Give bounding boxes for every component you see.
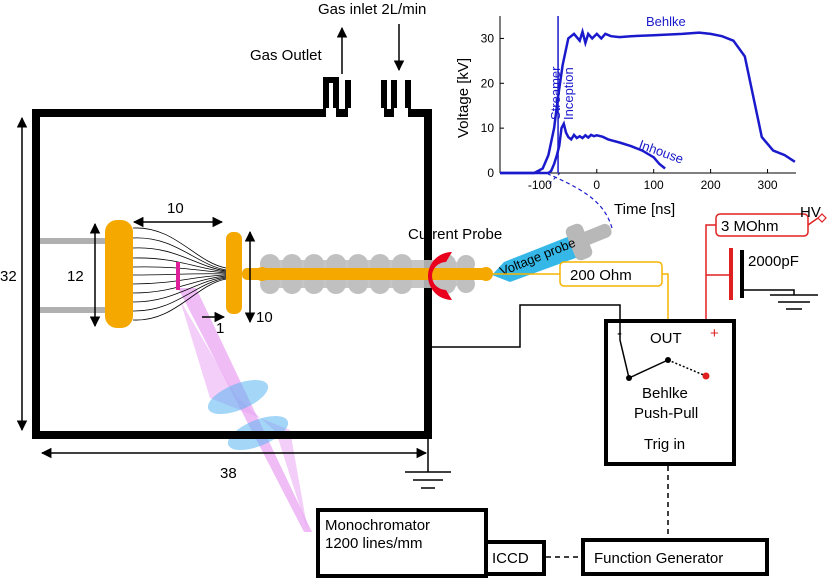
x-tick-label: 300 — [758, 178, 778, 192]
capacitor-ground — [770, 294, 818, 310]
annotation-streamer: Streamer — [548, 66, 563, 120]
dim-electrode-width-label: 10 — [167, 200, 184, 217]
switch-common — [665, 357, 671, 363]
optical-cone-wide — [180, 300, 308, 532]
dim-needle-height-label: 10 — [256, 309, 273, 326]
plot-ylabel: Voltage [kV] — [455, 58, 472, 138]
monochromator-label-2: 1200 lines/mm — [325, 535, 423, 552]
capacitor-label: 2000pF — [748, 253, 799, 270]
iccd-box — [484, 540, 546, 576]
voltage-probe — [492, 223, 612, 282]
annotation-inception: Inception — [561, 67, 576, 120]
series-inhouse-line — [500, 120, 666, 175]
behlke-label-2: Push-Pull — [634, 405, 698, 422]
voltage-probe-link-2 — [547, 172, 561, 186]
current-probe — [428, 252, 452, 300]
dim-electrode-height-label: 12 — [67, 268, 84, 285]
x-tick-label: 0 — [593, 178, 600, 192]
series-behlke-line — [500, 27, 796, 175]
y-tick-label: 30 — [481, 31, 495, 45]
wire-chamber-to-behlke — [432, 304, 630, 379]
behlke-trig-label: Trig in — [644, 436, 685, 453]
series-behlke-label: Behlke — [646, 14, 686, 29]
hv-electrode-plate — [226, 232, 242, 314]
voltage-probe-link — [547, 173, 613, 229]
wire-capacitor-ground — [742, 289, 795, 295]
lens-upper — [207, 380, 269, 414]
gas-inlet-label: Gas inlet 2L/min — [318, 1, 426, 18]
dim-gap-label: 1 — [216, 320, 224, 337]
y-tick-label: 10 — [481, 121, 495, 135]
behlke-plus-label: + — [710, 325, 719, 342]
dim-chamber-height-label: 32 — [0, 268, 17, 285]
hv-rod-end — [479, 267, 493, 281]
dim-chamber-width-label: 38 — [220, 465, 237, 482]
x-tick-label: -100 — [528, 178, 552, 192]
y-tick-label: 0 — [487, 166, 494, 180]
hv-rod-start — [255, 267, 269, 281]
switch-arm-right — [667, 359, 707, 377]
y-tick-label: 20 — [481, 76, 495, 90]
behlke-switch-box — [604, 319, 736, 466]
x-tick-label: 100 — [644, 178, 664, 192]
ground-electrode-plate — [105, 220, 133, 328]
plot-xlabel: Time [ns] — [614, 201, 675, 218]
hv-label: HV — [800, 204, 821, 221]
switch-terminal-plus — [702, 372, 710, 380]
function-generator-box — [581, 538, 769, 576]
current-probe-label: Current Probe — [408, 226, 502, 243]
wire-hv — [807, 217, 819, 226]
monochromator-label-1: Monochromator — [325, 517, 430, 534]
field-lines — [132, 227, 227, 321]
resistor-200ohm-label: 200 Ohm — [570, 267, 632, 284]
iccd-label: ICCD — [492, 550, 529, 567]
hv-terminal — [817, 213, 827, 223]
gas-outlet-label: Gas Outlet — [250, 47, 323, 64]
function-generator-label: Function Generator — [594, 550, 723, 567]
x-tick-label: 200 — [701, 178, 721, 192]
hv-rod-front — [258, 268, 492, 280]
resistor-3mohm-label: 3 MOhm — [721, 218, 779, 235]
behlke-out-label: OUT — [650, 330, 682, 347]
switch-arm-left — [628, 359, 669, 379]
chamber-ground — [405, 435, 451, 489]
behlke-label-1: Behlke — [642, 385, 688, 402]
